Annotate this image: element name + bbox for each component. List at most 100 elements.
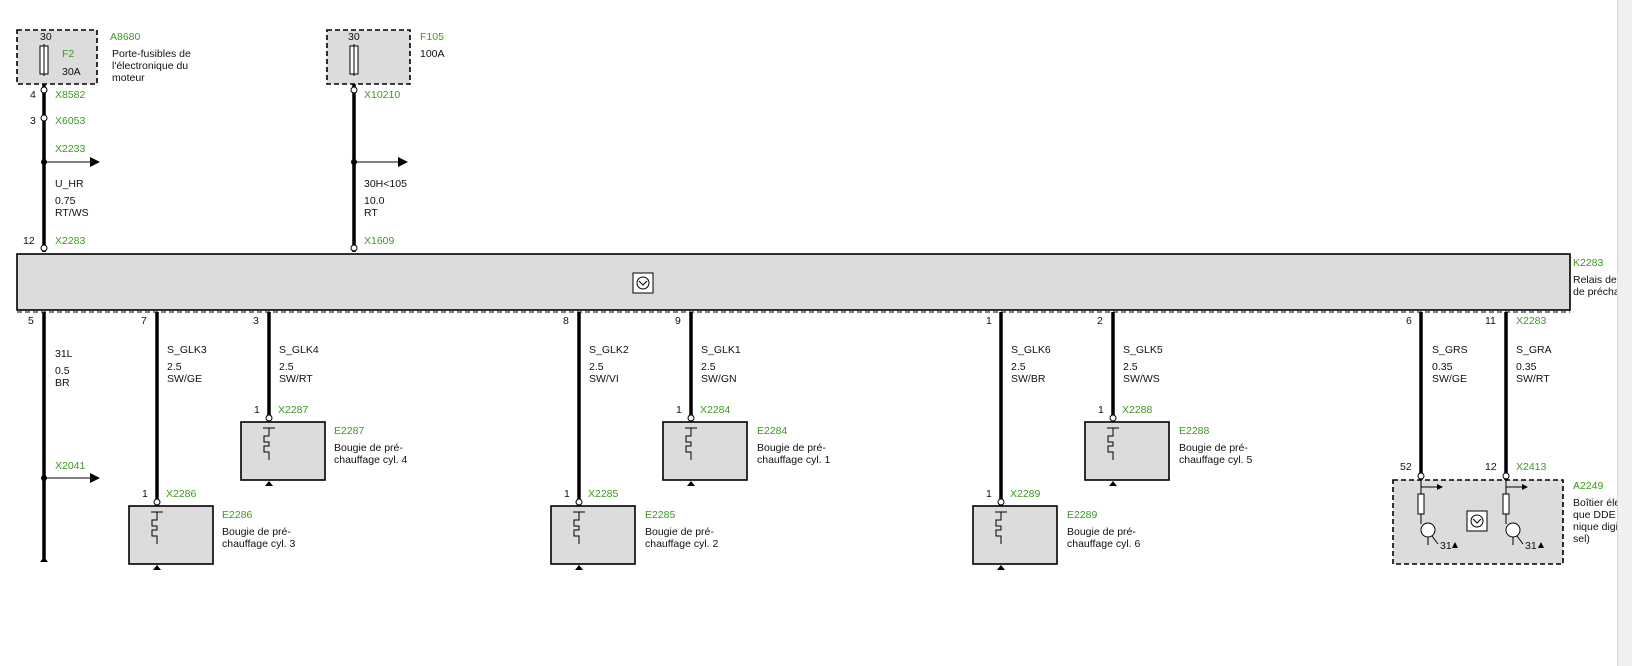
conn-x2283-left: X2283 (55, 235, 86, 247)
f105-id: F105 (420, 31, 444, 43)
ground-color: BR (55, 377, 70, 389)
mid-wire-size: 10.0 (364, 195, 385, 207)
conn-x8582: X8582 (55, 89, 86, 101)
plug-conn-pin: 1 (142, 488, 148, 500)
ecu-desc-4: sel) (1573, 533, 1590, 545)
mid-wire-color: RT (364, 207, 378, 219)
plug-id: E2286 (222, 509, 253, 521)
transistor-icon (1420, 522, 1436, 538)
plug-connector: X2286 (166, 488, 197, 500)
plug-conn-pin: 1 (564, 488, 570, 500)
fuse-f2-label: F2 (62, 48, 74, 60)
dde-color: SW/RT (1516, 373, 1550, 385)
plug-desc-1: Bougie de pré- (334, 442, 403, 454)
dde-signal: S_GRA (1516, 344, 1552, 356)
plug-size: 2.5 (167, 361, 182, 373)
conn-x2041: X2041 (55, 460, 86, 472)
left-wire-color: RT/WS (55, 207, 89, 219)
plug-desc-1: Bougie de pré- (1067, 526, 1136, 538)
dde-color: SW/GE (1432, 373, 1467, 385)
plug-conn-pin: 1 (986, 488, 992, 500)
plug-desc-2: chauffage cyl. 3 (222, 538, 296, 550)
plug-id: E2285 (645, 509, 676, 521)
plug-pin: 8 (563, 315, 569, 327)
resistor-icon (1502, 493, 1510, 515)
dde-pin: 6 (1406, 315, 1412, 327)
plug-connector: X2287 (278, 404, 309, 416)
conn-x10210: X10210 (364, 89, 400, 101)
fusebox-id: A8680 (110, 31, 141, 43)
signal-arrow-icon (1437, 484, 1443, 490)
conn-x1609: X1609 (364, 235, 395, 247)
left-branch: 4 X8582 3 X6053 X2233 U_HR 0.75 RT/WS 12… (23, 84, 100, 252)
ecu-pin: 12 (1485, 461, 1497, 473)
branch-arrow-icon (90, 157, 100, 167)
ground-size: 0.5 (55, 365, 70, 377)
ground-icon (1452, 542, 1458, 548)
plug-connector: X2285 (588, 488, 619, 500)
ecu-desc-2: que DDE (é (1573, 509, 1628, 521)
ground-pin: 5 (28, 315, 34, 327)
ground-icon (265, 481, 273, 486)
branch-arrow-icon (398, 157, 408, 167)
fuse-f105: 30 F105 100A (326, 29, 445, 85)
fusebox-desc-3: moteur (112, 72, 145, 84)
plug-signal: S_GLK1 (701, 344, 741, 356)
left-pin-3: 3 (30, 115, 36, 127)
plug-connector: X2284 (700, 404, 731, 416)
plug-id: E2288 (1179, 425, 1210, 437)
dde-size: 0.35 (1516, 361, 1537, 373)
ground-wire: 5 31L 0.5 BR X2041 (28, 312, 100, 562)
fusebox-desc-1: Porte-fusibles de (112, 48, 191, 60)
conn-x2413: X2413 (1516, 461, 1547, 473)
ecu-ground-label: 31 (1525, 540, 1537, 552)
ground-icon (687, 481, 695, 486)
fuse-f2-rating: 30A (62, 66, 81, 78)
plug-desc-2: chauffage cyl. 6 (1067, 538, 1141, 550)
conn-x6053: X6053 (55, 115, 86, 127)
control-unit-icon (632, 272, 654, 294)
plug-pin: 3 (253, 315, 259, 327)
ground-icon (1109, 481, 1117, 486)
plug-id: E2289 (1067, 509, 1098, 521)
ecu-desc-3: nique digita (1573, 521, 1627, 533)
plug-size: 2.5 (701, 361, 716, 373)
resistor-icon (1417, 493, 1425, 515)
plug-desc-1: Bougie de pré- (1179, 442, 1248, 454)
plug-signal: S_GLK3 (167, 344, 207, 356)
relay-desc-2: de préchauf (1573, 286, 1629, 298)
left-pin-4: 4 (30, 89, 36, 101)
glow-plug-e2287: 3 S_GLK4 2.5 SW/RT 1 X2287 E2287 Bougie … (240, 312, 408, 486)
conn-x2283-right: X2283 (1516, 315, 1547, 327)
plug-conn-pin: 1 (1098, 404, 1104, 416)
vertical-scrollbar[interactable] (1617, 0, 1632, 666)
ground-icon (575, 565, 583, 570)
plug-desc-2: chauffage cyl. 5 (1179, 454, 1253, 466)
plug-pin: 1 (986, 315, 992, 327)
plug-color: SW/BR (1011, 373, 1046, 385)
fusebox-a8680: 30 F2 30A A8680 Porte-fusibles de l'élec… (16, 29, 191, 85)
plug-pin: 9 (675, 315, 681, 327)
conn-x2233: X2233 (55, 143, 86, 155)
plug-desc-2: chauffage cyl. 1 (757, 454, 831, 466)
plug-pin: 2 (1097, 315, 1103, 327)
mid-wire-signal: 30H<105 (364, 178, 407, 190)
plug-desc-2: chauffage cyl. 2 (645, 538, 719, 550)
ecu-desc-1: Boîtier élec (1573, 497, 1626, 509)
plug-color: SW/GN (701, 373, 737, 385)
fusebox-pin-label: 30 (40, 31, 52, 43)
plug-color: SW/GE (167, 373, 202, 385)
plug-size: 2.5 (589, 361, 604, 373)
plug-pin: 7 (141, 315, 147, 327)
ecu-pin: 52 (1400, 461, 1412, 473)
dde-line-grs: 6 S_GRS 0.35 SW/GE 52 (1400, 312, 1468, 480)
left-pin-12: 12 (23, 235, 35, 247)
dde-line-gra: 11 S_GRA 0.35 SW/RT 12 (1485, 312, 1552, 480)
signal-arrow-icon (1522, 484, 1528, 490)
ground-icon (997, 565, 1005, 570)
plug-desc-1: Bougie de pré- (757, 442, 826, 454)
plug-color: SW/VI (589, 373, 619, 385)
ecu-ground-label: 31 (1440, 540, 1452, 552)
plug-connector: X2289 (1010, 488, 1041, 500)
